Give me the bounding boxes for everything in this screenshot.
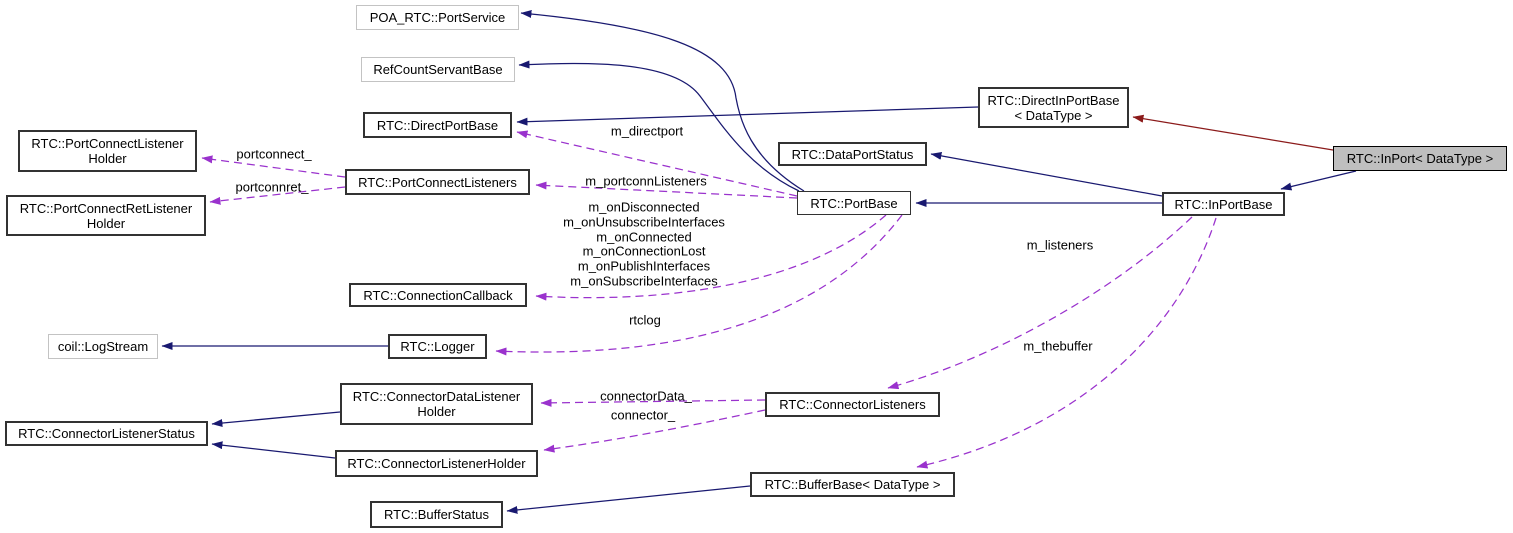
edge-label-m-thebuffer: m_thebuffer bbox=[1023, 338, 1093, 354]
node-rtc-portconnectlistenerholder[interactable]: RTC::PortConnectListener Holder bbox=[18, 130, 197, 172]
node-rtc-portbase[interactable]: RTC::PortBase bbox=[797, 191, 911, 215]
edge-label-portconnret: portconnret_ bbox=[235, 179, 309, 195]
edge-connectordatalistenerholder-to-connectorlistenerstatus bbox=[211, 411, 341, 428]
edge-directinportbase-to-directportbase bbox=[516, 106, 979, 126]
edge-label-connector: connector_ bbox=[610, 407, 676, 423]
edge-portbase-to-directportbase bbox=[516, 130, 798, 197]
edge-label-connectordata: connectorData_ bbox=[600, 388, 692, 404]
edge-label-portconnect: portconnect_ bbox=[236, 146, 312, 162]
node-rtc-connectordatalistenerholder[interactable]: RTC::ConnectorDataListener Holder bbox=[340, 383, 533, 425]
edge-label-m-portconnlisteners: m_portconnListeners bbox=[585, 173, 707, 189]
node-rtc-bufferbase[interactable]: RTC::BufferBase< DataType > bbox=[750, 472, 955, 497]
edge-connectorlisteners-to-connectorlistenerholder bbox=[543, 409, 766, 453]
edge-portbase-to-portservice bbox=[520, 10, 805, 192]
node-rtc-logger[interactable]: RTC::Logger bbox=[388, 334, 487, 359]
node-rtc-directportbase[interactable]: RTC::DirectPortBase bbox=[363, 112, 512, 138]
node-coil-logstream: coil::LogStream bbox=[48, 334, 158, 359]
node-rtc-connectorlistenerholder[interactable]: RTC::ConnectorListenerHolder bbox=[335, 450, 538, 477]
edge-portbase-to-portconnectlisteners bbox=[535, 181, 798, 199]
node-rtc-portconnectretlistenerholder[interactable]: RTC::PortConnectRetListener Holder bbox=[6, 195, 206, 236]
node-rtc-bufferstatus[interactable]: RTC::BufferStatus bbox=[370, 501, 503, 528]
edge-label-m-directport: m_directport bbox=[610, 123, 684, 139]
node-rtc-directinportbase[interactable]: RTC::DirectInPortBase < DataType > bbox=[978, 87, 1129, 128]
node-rtc-connectorlistenerstatus[interactable]: RTC::ConnectorListenerStatus bbox=[5, 421, 208, 446]
node-rtc-connectioncallback[interactable]: RTC::ConnectionCallback bbox=[349, 283, 527, 307]
edge-portbase-to-refcountservantbase bbox=[518, 60, 800, 192]
edge-portbase-to-connectioncallback bbox=[535, 214, 887, 301]
edge-portbase-to-logger bbox=[495, 214, 903, 356]
node-rtc-connectorlisteners[interactable]: RTC::ConnectorListeners bbox=[765, 392, 940, 417]
edge-connectorlistenerholder-to-connectorlistenerstatus bbox=[211, 441, 336, 459]
node-refcountservantbase: RefCountServantBase bbox=[361, 57, 515, 82]
node-rtc-dataportstatus[interactable]: RTC::DataPortStatus bbox=[778, 142, 927, 166]
edge-inportbase-to-dataportstatus bbox=[930, 151, 1163, 197]
edge-inport-to-inportbase bbox=[1280, 170, 1357, 191]
edge-bufferbase-to-bufferstatus bbox=[506, 485, 751, 514]
edge-portconnectlisteners-to-portconnectlistenerholder bbox=[201, 155, 346, 178]
node-rtc-inport: RTC::InPort< DataType > bbox=[1333, 146, 1507, 171]
node-rtc-portconnectlisteners[interactable]: RTC::PortConnectListeners bbox=[345, 169, 530, 195]
node-rtc-inportbase[interactable]: RTC::InPortBase bbox=[1162, 192, 1285, 216]
edge-inport-to-directinportbase-private bbox=[1132, 114, 1334, 151]
edge-portconnectlisteners-to-portconnectretlistenerholder bbox=[209, 186, 346, 205]
edge-label-m-on-callbacks: m_onDisconnected m_onUnsubscribeInterfac… bbox=[563, 199, 725, 289]
edge-label-m-listeners: m_listeners bbox=[1026, 237, 1094, 253]
edge-inportbase-to-connectorlisteners bbox=[887, 216, 1193, 390]
edge-label-rtclog: rtclog bbox=[629, 312, 661, 328]
edge-inportbase-to-bufferbase bbox=[916, 217, 1217, 469]
node-poa-rtc-portservice: POA_RTC::PortService bbox=[356, 5, 519, 30]
edge-connectorlisteners-to-connectordatalistenerholder bbox=[540, 398, 766, 407]
